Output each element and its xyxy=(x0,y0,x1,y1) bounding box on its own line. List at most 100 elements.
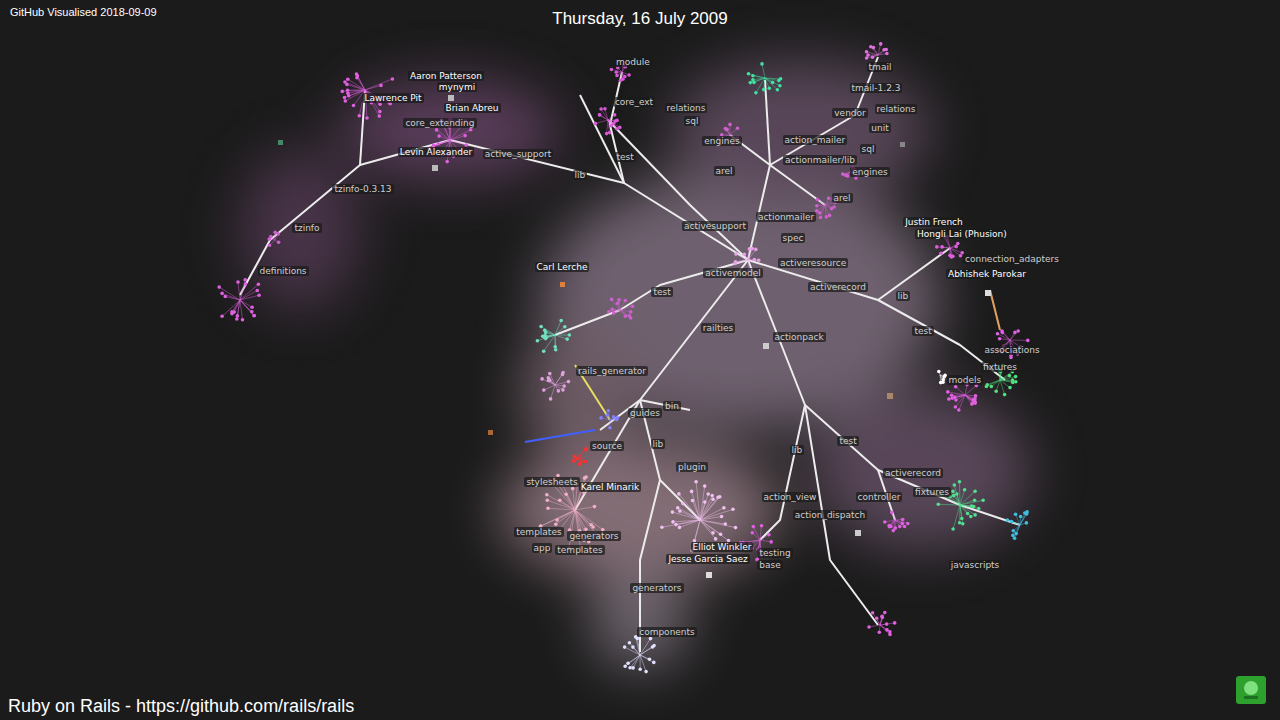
directory-name: engines xyxy=(850,167,889,177)
file-dot xyxy=(269,235,273,239)
branch xyxy=(600,260,748,430)
author-name: Carl Lerche xyxy=(535,262,590,272)
file-dot xyxy=(437,134,441,138)
file-dot xyxy=(867,625,871,629)
file-dot xyxy=(589,523,593,527)
directory-name: lib xyxy=(896,291,911,301)
file-dot xyxy=(341,90,345,94)
file-dot xyxy=(220,292,224,296)
directory-name: relations xyxy=(665,103,708,113)
file-dot xyxy=(969,515,973,519)
file-dot xyxy=(985,385,989,389)
file-dot xyxy=(956,242,960,246)
file-dot xyxy=(777,79,781,83)
file-link xyxy=(555,374,563,385)
file-dot xyxy=(769,540,773,544)
file-link xyxy=(736,254,748,260)
branch xyxy=(770,165,825,205)
file-link xyxy=(620,306,633,310)
file-dot xyxy=(671,510,675,514)
file-dot xyxy=(546,507,550,511)
file-link xyxy=(637,638,640,655)
file-dot xyxy=(819,216,823,220)
file-dot xyxy=(598,113,602,117)
file-link xyxy=(345,82,365,90)
file-dot xyxy=(607,409,611,413)
file-link xyxy=(765,78,777,90)
file-dot xyxy=(903,525,907,529)
file-dot xyxy=(243,278,247,282)
file-dot xyxy=(343,96,347,100)
directory-name: base xyxy=(757,560,782,570)
file-link xyxy=(640,646,654,655)
directory-name: tmail-1.2.3 xyxy=(850,83,903,93)
file-dot xyxy=(660,526,664,530)
file-dot xyxy=(545,493,549,497)
avatar xyxy=(488,430,493,435)
file-dot xyxy=(250,310,254,314)
file-link xyxy=(540,510,575,526)
file-dot xyxy=(901,518,905,522)
file-dot xyxy=(882,48,886,52)
file-link xyxy=(596,120,609,124)
file-link xyxy=(550,374,555,385)
file-link xyxy=(749,74,766,78)
author-name: Abhishek Parokar xyxy=(946,269,1028,279)
file-dot xyxy=(950,394,954,398)
directory-name: relations xyxy=(875,104,918,114)
file-dot xyxy=(747,72,751,76)
file-dot xyxy=(539,325,543,329)
file-link xyxy=(555,335,557,350)
file-link xyxy=(569,510,575,548)
file-dot xyxy=(616,416,620,420)
branch xyxy=(555,310,620,335)
file-dot xyxy=(567,380,571,384)
file-dot xyxy=(636,637,640,641)
file-dot xyxy=(947,397,951,401)
file-dot xyxy=(378,103,382,107)
file-dot xyxy=(939,251,943,255)
directory-name: action_mailer xyxy=(783,135,848,145)
directory-name: action_view xyxy=(762,492,819,502)
file-dot xyxy=(973,490,977,494)
file-link xyxy=(938,504,960,506)
directory-name: actionpack xyxy=(773,332,826,342)
directory-name: models xyxy=(947,375,984,385)
file-link xyxy=(1020,514,1027,525)
file-dot xyxy=(568,333,572,337)
file-link xyxy=(760,526,762,540)
directory-name: lib xyxy=(573,170,588,180)
directory-name: module xyxy=(614,57,652,67)
file-dot xyxy=(549,397,553,401)
file-dot xyxy=(725,127,729,131)
file-dot xyxy=(951,490,955,494)
file-dot xyxy=(767,533,771,537)
directory-name: rails_generator xyxy=(576,366,648,376)
file-dot xyxy=(277,240,281,244)
file-dot xyxy=(871,611,875,615)
directory-name: sql xyxy=(860,144,877,154)
file-dot xyxy=(733,262,737,266)
file-dot xyxy=(958,521,962,525)
file-dot xyxy=(830,207,834,211)
file-dot xyxy=(230,312,234,316)
directory-name: activeresource xyxy=(778,258,848,268)
file-link xyxy=(365,79,392,90)
file-link xyxy=(636,637,640,655)
file-dot xyxy=(542,388,546,392)
file-dot xyxy=(1026,339,1030,343)
directory-name: sql xyxy=(684,116,701,126)
file-dot xyxy=(611,307,615,311)
file-link xyxy=(700,509,733,520)
file-link xyxy=(965,386,976,395)
author-name: Elliot Winkler xyxy=(691,542,754,552)
file-dot xyxy=(752,81,756,85)
directory-name: source xyxy=(590,441,624,451)
file-link xyxy=(1000,380,1016,382)
file-dot xyxy=(1000,329,1004,333)
branch xyxy=(640,400,660,652)
file-dot xyxy=(678,526,682,530)
file-link xyxy=(956,387,965,395)
file-dot xyxy=(352,104,356,108)
file-dot xyxy=(257,294,261,298)
